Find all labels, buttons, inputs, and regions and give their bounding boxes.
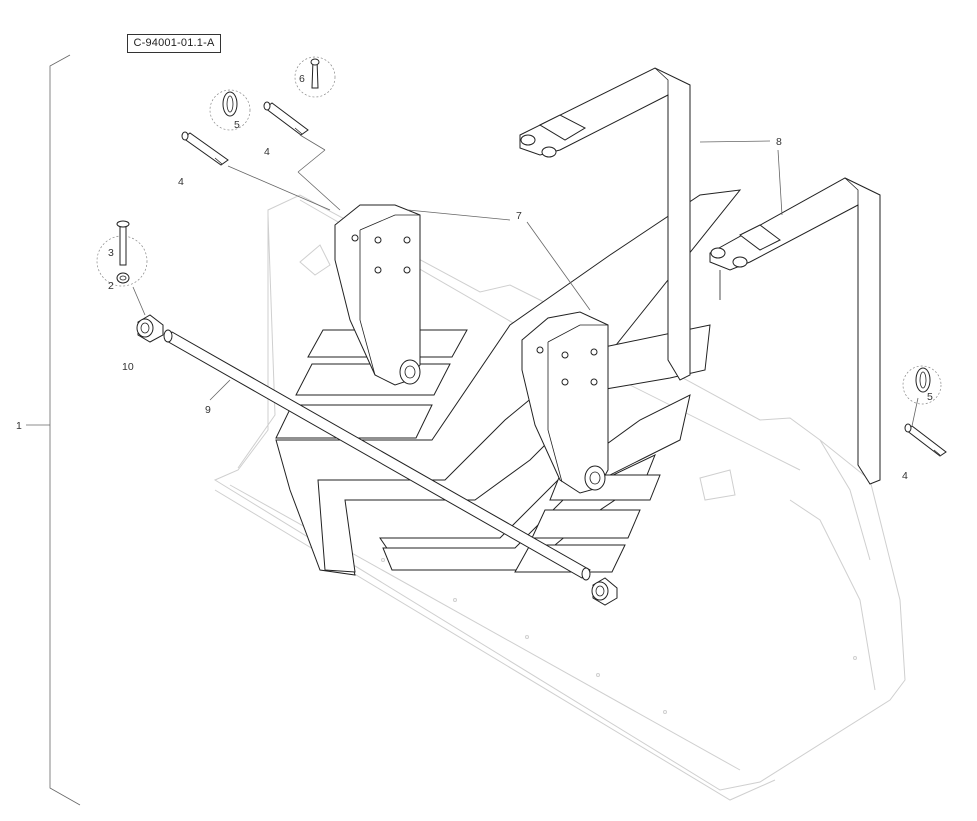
lynch-pin bbox=[209, 89, 942, 405]
collar bbox=[136, 314, 618, 606]
callout-5-left: 5 bbox=[234, 119, 240, 131]
callout-2: 2 bbox=[108, 280, 114, 292]
support-frame bbox=[519, 67, 881, 485]
bolt-and-nut bbox=[96, 220, 148, 287]
callout-4-right: 4 bbox=[902, 470, 908, 482]
callout-6: 6 bbox=[299, 73, 305, 85]
watermark-logo bbox=[275, 189, 742, 576]
mounting-bracket bbox=[334, 204, 609, 494]
callout-10: 10 bbox=[122, 361, 134, 373]
callout-labels: 1 2 3 4 4 4 5 5 6 7 8 9 10 bbox=[16, 73, 933, 482]
pin bbox=[181, 101, 947, 457]
callout-3: 3 bbox=[108, 247, 114, 259]
reference-code-label: C-94001-01.1-A bbox=[127, 34, 221, 53]
assembly-bracket bbox=[26, 54, 81, 806]
callout-9: 9 bbox=[205, 404, 211, 416]
callout-7: 7 bbox=[516, 210, 522, 222]
callout-8: 8 bbox=[776, 136, 782, 148]
callout-1: 1 bbox=[16, 420, 22, 432]
callout-5-right: 5 bbox=[927, 391, 933, 403]
callout-4-top: 4 bbox=[264, 146, 270, 158]
bucket-outline bbox=[213, 194, 906, 801]
shaft bbox=[163, 329, 591, 581]
leader-lines bbox=[132, 134, 919, 427]
cotter-pin bbox=[294, 56, 336, 98]
callout-4-left: 4 bbox=[178, 176, 184, 188]
